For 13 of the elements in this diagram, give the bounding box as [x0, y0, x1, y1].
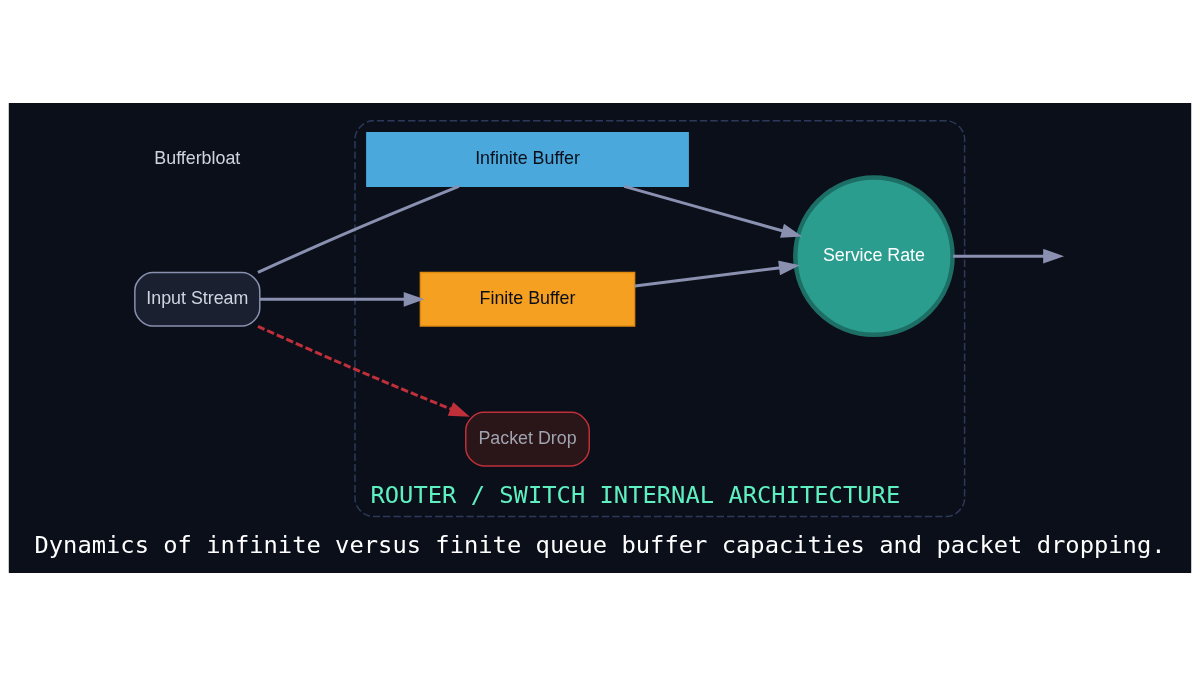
arrow — [259, 291, 425, 307]
arrow — [257, 324, 470, 417]
connector — [257, 184, 460, 274]
node-box: Infinite Buffer — [366, 131, 689, 187]
arrow — [953, 248, 1065, 263]
arrow — [634, 260, 800, 287]
node-box: Finite Buffer — [419, 271, 636, 327]
caption: Dynamics of infinite versus finite queue buffer capacities and packet dropping. — [34, 530, 1166, 559]
node-box: Input Stream — [134, 271, 261, 327]
arrow — [623, 184, 803, 238]
label: Bufferbloat — [154, 147, 241, 168]
node-box: Packet Drop — [465, 411, 590, 467]
node-circle: Service Rate — [793, 174, 955, 337]
